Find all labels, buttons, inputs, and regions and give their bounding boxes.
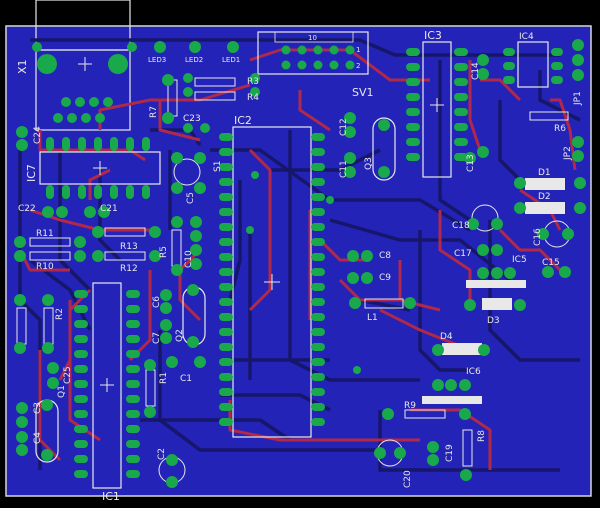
label-ic1: IC1 [102, 490, 120, 503]
label-c16: C16 [533, 228, 543, 246]
label-led1: LED1 [222, 56, 240, 64]
label-c4: C4 [33, 432, 43, 444]
diodes [422, 178, 565, 404]
label-sv1-pin10: 10 [308, 34, 317, 42]
label-led3: LED3 [148, 56, 166, 64]
ic4-chip [503, 41, 563, 88]
label-c21: C21 [100, 204, 118, 214]
ic3-pads [406, 48, 468, 161]
label-c17: C17 [454, 249, 472, 259]
label-jp1: JP1 [573, 91, 583, 106]
label-c23: C23 [183, 114, 201, 124]
label-sv1-pin2: 2 [356, 62, 360, 70]
label-c1: C1 [180, 374, 192, 384]
silkscreen-labels: IC1 IC2 IC3 IC4 IC5 IC6 IC7 X1 SV1 10 1 … [16, 29, 583, 503]
label-q1: Q1 [57, 385, 67, 398]
label-r2: R2 [55, 308, 65, 320]
label-d3: D3 [487, 316, 500, 326]
label-c6: C6 [152, 296, 162, 308]
label-sv1: SV1 [352, 86, 374, 99]
label-r7: R7 [149, 106, 159, 118]
label-r13: R13 [120, 242, 138, 252]
label-c10: C10 [184, 250, 194, 268]
label-c22: C22 [18, 204, 36, 214]
label-l1: L1 [367, 313, 378, 323]
component-pads [14, 39, 586, 488]
label-led2: LED2 [185, 56, 203, 64]
label-c20: C20 [403, 470, 413, 488]
ic1-chip [74, 282, 140, 489]
label-d4: D4 [440, 332, 453, 342]
label-x1: X1 [16, 59, 29, 74]
ic2-chip [219, 126, 325, 438]
label-c9: C9 [379, 273, 391, 283]
label-d1: D1 [538, 168, 551, 178]
label-r9: R9 [404, 401, 416, 411]
label-d2: D2 [538, 192, 551, 202]
x1-pads [53, 97, 113, 123]
label-r5: R5 [159, 246, 169, 258]
label-c24: C24 [33, 126, 43, 144]
label-c18: C18 [452, 221, 470, 231]
label-c5: C5 [186, 192, 196, 204]
label-r3: R3 [247, 77, 259, 87]
sv1-header [257, 31, 369, 75]
label-c3: C3 [33, 402, 43, 414]
label-r6: R6 [554, 124, 566, 134]
x1-connector [32, 0, 137, 131]
label-c2: C2 [157, 448, 167, 460]
label-c7: C7 [152, 332, 162, 344]
label-c14: C14 [471, 62, 481, 80]
ic7-chip [39, 137, 161, 199]
label-s1: S1 [213, 161, 223, 172]
label-ic4: IC4 [519, 32, 534, 42]
label-sv1-pin1: 1 [356, 46, 360, 54]
board-outline [5, 25, 592, 497]
ic3-chip [406, 41, 468, 178]
label-q3: Q3 [364, 157, 374, 170]
label-ic2: IC2 [234, 114, 252, 127]
label-r4: R4 [247, 93, 259, 103]
label-c11: C11 [339, 160, 349, 178]
label-c12: C12 [339, 118, 349, 136]
label-r10: R10 [36, 262, 54, 272]
label-c15: C15 [542, 258, 560, 268]
label-r1: R1 [159, 372, 169, 384]
label-ic7: IC7 [25, 164, 38, 182]
label-c13: C13 [466, 154, 476, 172]
label-r12: R12 [120, 264, 138, 274]
label-c19: C19 [445, 444, 455, 462]
label-c8: C8 [379, 251, 391, 261]
label-ic6: IC6 [466, 367, 481, 377]
label-q2: Q2 [175, 329, 185, 342]
label-jp2: JP2 [563, 146, 573, 161]
ic1-pads [74, 290, 140, 478]
label-ic3: IC3 [424, 29, 442, 42]
ic2-pads [219, 133, 325, 426]
label-r8: R8 [477, 430, 487, 442]
label-c25: C25 [63, 366, 73, 384]
label-ic5: IC5 [512, 255, 527, 265]
label-r11: R11 [36, 229, 54, 239]
